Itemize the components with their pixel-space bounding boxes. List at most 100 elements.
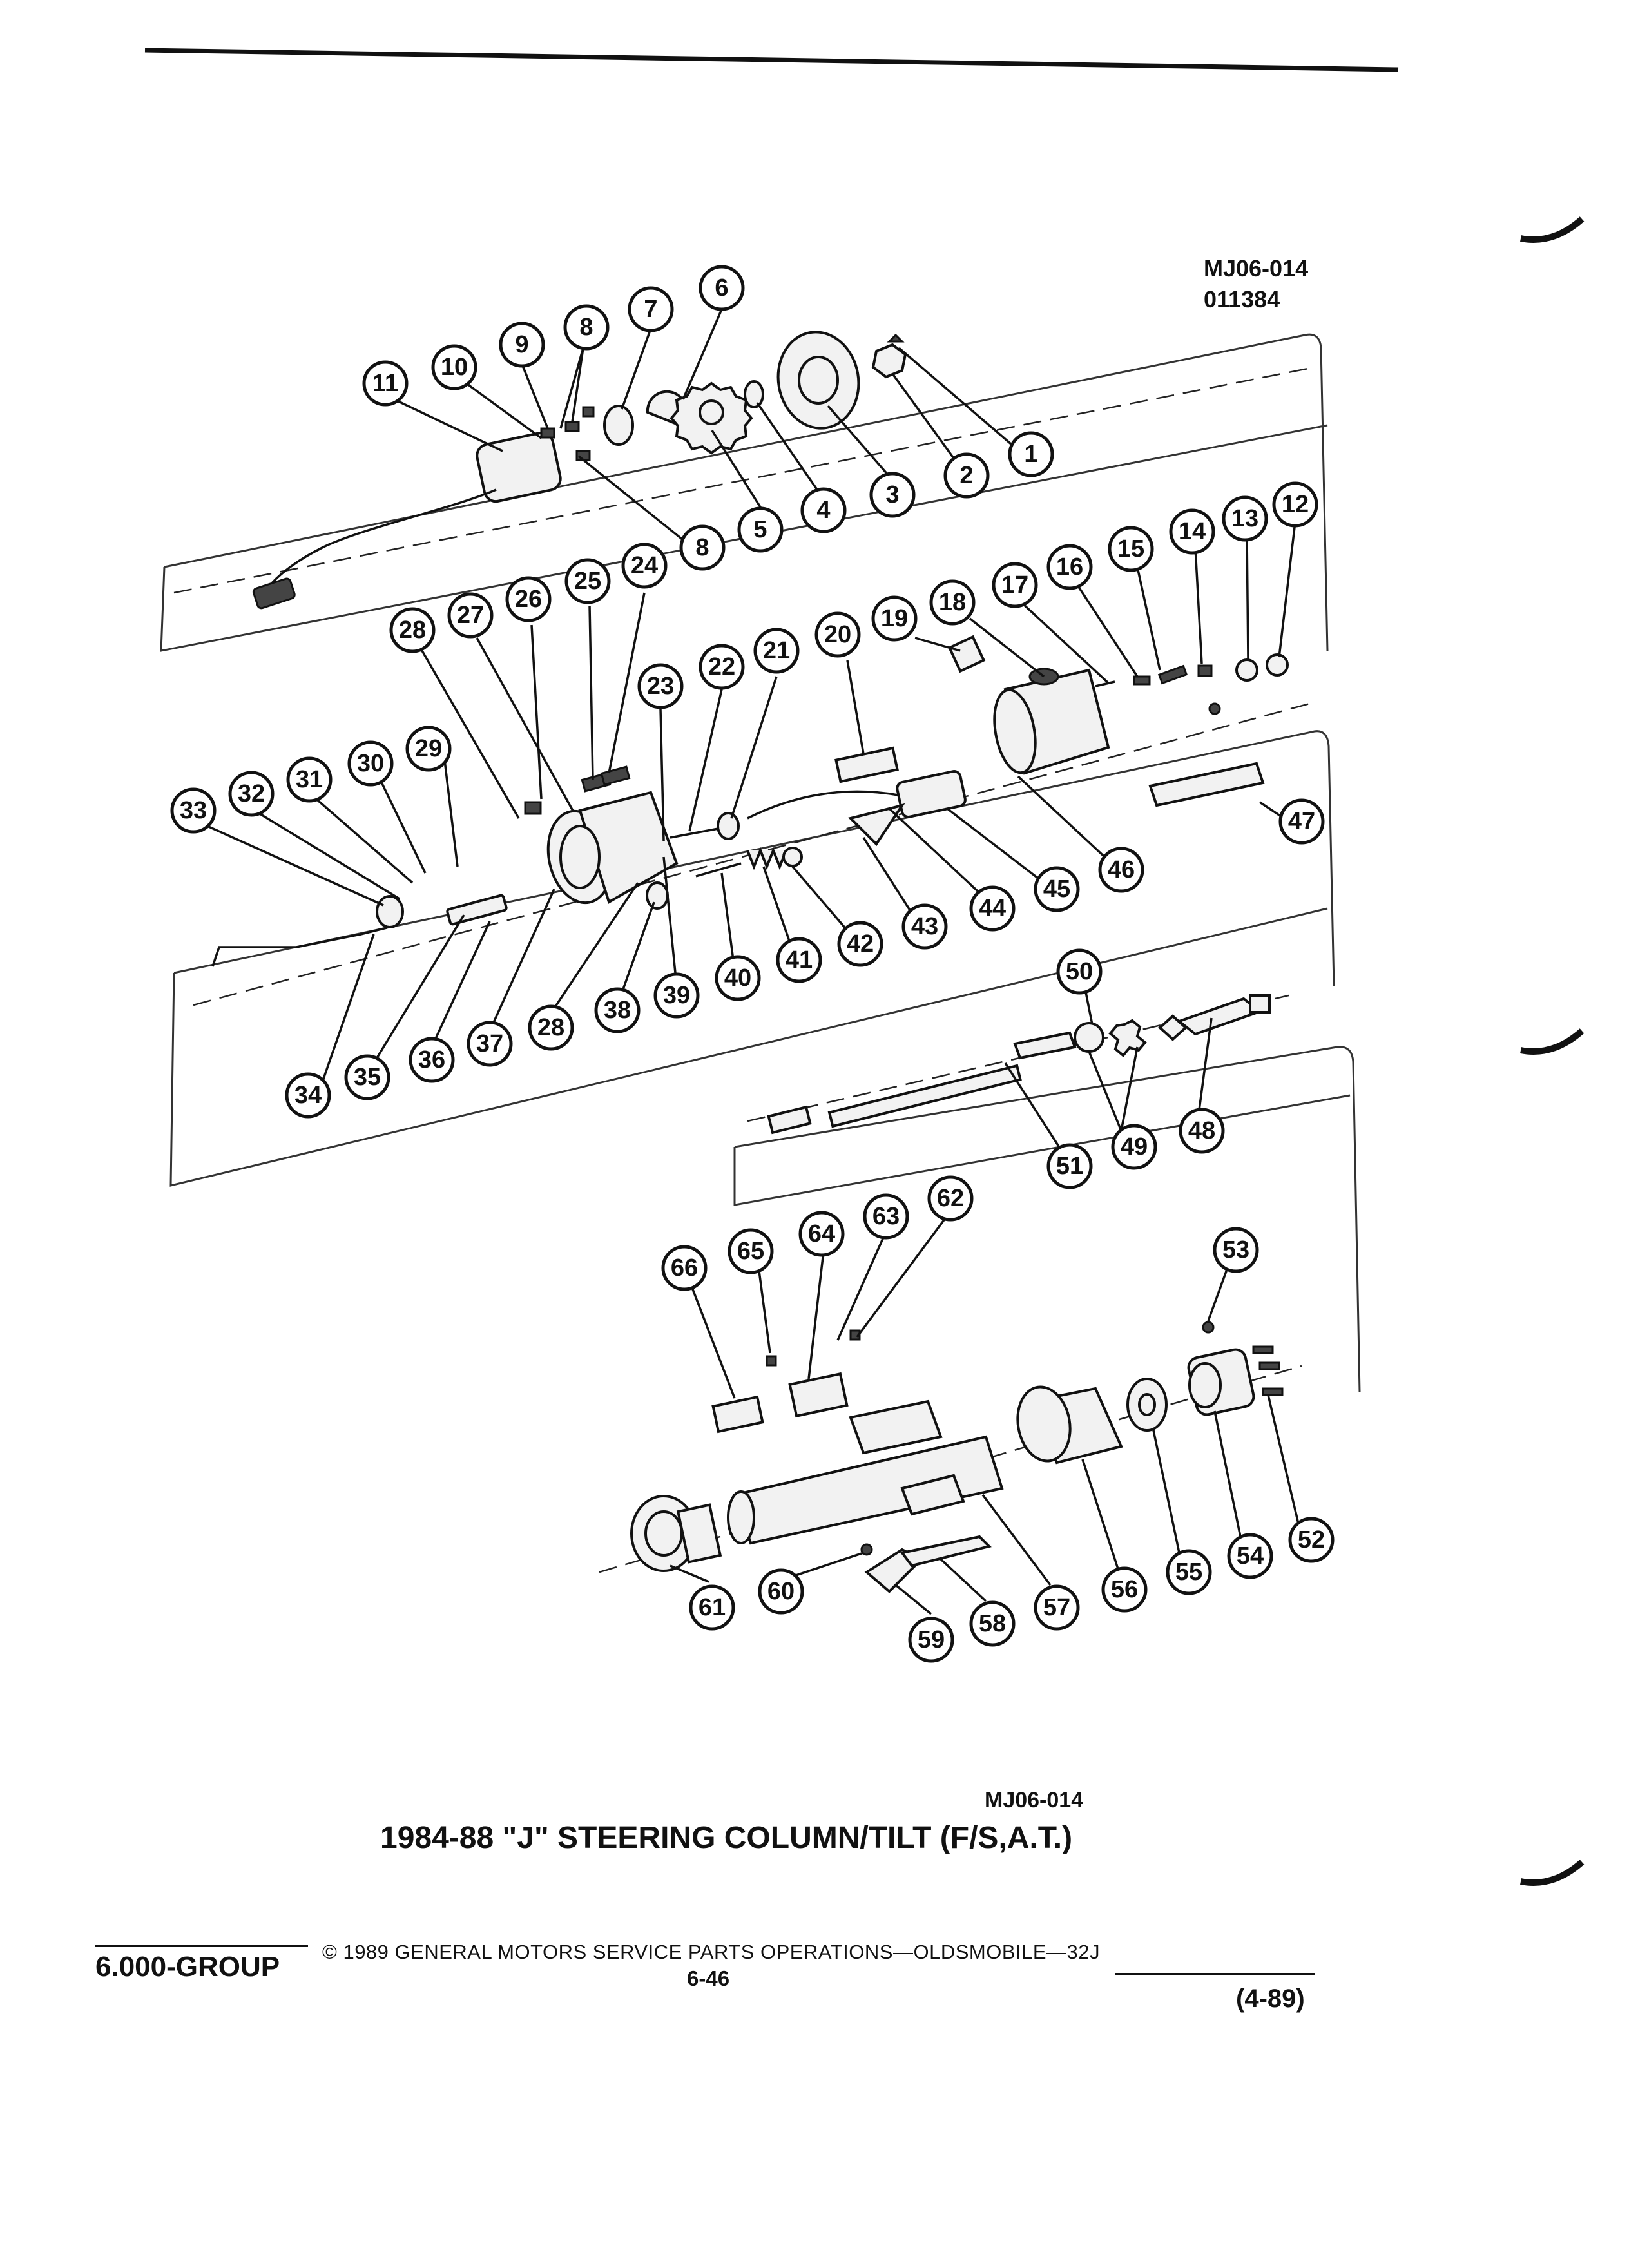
callout-43: 43 <box>901 903 948 950</box>
callout-50: 50 <box>1056 948 1103 995</box>
column-jacket-57 <box>727 1399 1004 1545</box>
callout-60: 60 <box>758 1568 804 1615</box>
gear-plate-5 <box>670 381 753 455</box>
cancel-cam-7 <box>603 405 634 446</box>
spring-parts-38-42 <box>646 847 803 910</box>
svg-text:11: 11 <box>372 370 398 397</box>
callout-8-lower: 8 <box>679 524 726 571</box>
callout-2: 2 <box>943 452 990 499</box>
svg-text:52: 52 <box>1298 1526 1325 1553</box>
svg-text:1: 1 <box>1024 441 1037 468</box>
callout-55: 55 <box>1166 1549 1212 1595</box>
callout-1: 1 <box>1008 431 1054 477</box>
panel-outline-1 <box>160 333 1329 652</box>
svg-text:6: 6 <box>715 274 728 302</box>
svg-text:3: 3 <box>885 481 899 508</box>
svg-text:30: 30 <box>357 750 384 777</box>
svg-text:10: 10 <box>441 354 468 381</box>
callout-66: 66 <box>661 1245 708 1291</box>
svg-text:21: 21 <box>763 637 790 664</box>
callout-22: 22 <box>699 644 745 690</box>
svg-text:60: 60 <box>767 1578 795 1605</box>
footer-copyright: © 1989 GENERAL MOTORS SERVICE PARTS OPER… <box>322 1941 1101 1963</box>
svg-text:12: 12 <box>1282 491 1309 518</box>
caption-title: 1984-88 "J" STEERING COLUMN/TILT (F/S,A.… <box>380 1821 1073 1855</box>
callout-53: 53 <box>1213 1227 1259 1273</box>
svg-text:16: 16 <box>1056 553 1083 581</box>
footer-rule-right <box>1115 1973 1315 1975</box>
callout-25: 25 <box>564 558 611 604</box>
callout-21: 21 <box>753 628 800 674</box>
callout-56: 56 <box>1101 1566 1148 1613</box>
housing-54 <box>1187 1321 1284 1416</box>
svg-text:5: 5 <box>753 516 767 543</box>
housing-56 <box>1016 1385 1123 1465</box>
svg-text:51: 51 <box>1056 1153 1083 1180</box>
callout-28-upper: 28 <box>389 607 436 653</box>
svg-text:62: 62 <box>937 1185 964 1212</box>
svg-text:41: 41 <box>786 947 813 974</box>
svg-text:9: 9 <box>515 331 528 358</box>
callout-54: 54 <box>1227 1533 1273 1579</box>
svg-text:4: 4 <box>816 497 830 524</box>
callout-11: 11 <box>362 360 409 407</box>
sleeve-61 <box>630 1495 722 1572</box>
svg-text:54: 54 <box>1237 1542 1264 1570</box>
svg-text:20: 20 <box>824 621 851 648</box>
callout-45: 45 <box>1034 866 1080 912</box>
callout-18: 18 <box>929 579 976 626</box>
svg-text:22: 22 <box>708 653 735 680</box>
callout-64: 64 <box>798 1211 845 1257</box>
callout-27: 27 <box>447 592 494 639</box>
callout-28-lower: 28 <box>528 1004 574 1051</box>
svg-text:23: 23 <box>647 673 674 700</box>
callout-6: 6 <box>699 265 745 311</box>
ring-4 <box>744 380 764 408</box>
svg-text:48: 48 <box>1188 1117 1215 1144</box>
svg-text:57: 57 <box>1043 1594 1070 1621</box>
svg-text:44: 44 <box>979 895 1006 922</box>
callout-38: 38 <box>594 987 641 1033</box>
svg-text:13: 13 <box>1231 505 1258 532</box>
svg-text:66: 66 <box>671 1254 698 1282</box>
bearing-55 <box>1126 1378 1168 1432</box>
joint-49-50 <box>1074 1019 1147 1057</box>
top-rule <box>144 48 1399 72</box>
shaft-51 <box>767 1031 1077 1135</box>
footer-group: 6.000-GROUP <box>95 1951 280 1983</box>
svg-text:58: 58 <box>979 1610 1006 1637</box>
callout-5: 5 <box>737 506 784 553</box>
lock-plate-3 <box>776 331 860 430</box>
callout-61: 61 <box>689 1584 735 1631</box>
callout-31: 31 <box>286 756 333 803</box>
svg-text:39: 39 <box>663 982 690 1009</box>
callout-42: 42 <box>837 921 883 967</box>
callout-58: 58 <box>969 1600 1016 1647</box>
callout-39: 39 <box>653 972 700 1019</box>
callout-33: 33 <box>170 787 217 834</box>
callout-4: 4 <box>800 487 847 533</box>
svg-text:65: 65 <box>737 1238 764 1265</box>
svg-text:47: 47 <box>1288 808 1315 835</box>
callout-49: 49 <box>1111 1124 1157 1170</box>
callout-36: 36 <box>409 1037 455 1083</box>
svg-text:8: 8 <box>579 314 593 341</box>
callout-3: 3 <box>869 472 916 518</box>
callout-37: 37 <box>467 1021 513 1067</box>
svg-text:8: 8 <box>695 534 709 561</box>
svg-text:18: 18 <box>939 589 966 616</box>
svg-text:28: 28 <box>537 1014 564 1041</box>
svg-text:43: 43 <box>911 913 938 940</box>
footer-rule-left <box>95 1945 308 1947</box>
caption-code: MJ06-014 <box>985 1788 1084 1812</box>
callout-46: 46 <box>1098 847 1144 893</box>
callout-29: 29 <box>405 726 452 772</box>
callout-32: 32 <box>228 771 275 817</box>
callout-35: 35 <box>344 1054 390 1100</box>
callout-16: 16 <box>1046 544 1093 590</box>
callout-40: 40 <box>715 955 761 1001</box>
bracket-47 <box>1148 762 1265 807</box>
drawing-date: 011384 <box>1204 286 1280 312</box>
svg-text:61: 61 <box>699 1594 726 1621</box>
